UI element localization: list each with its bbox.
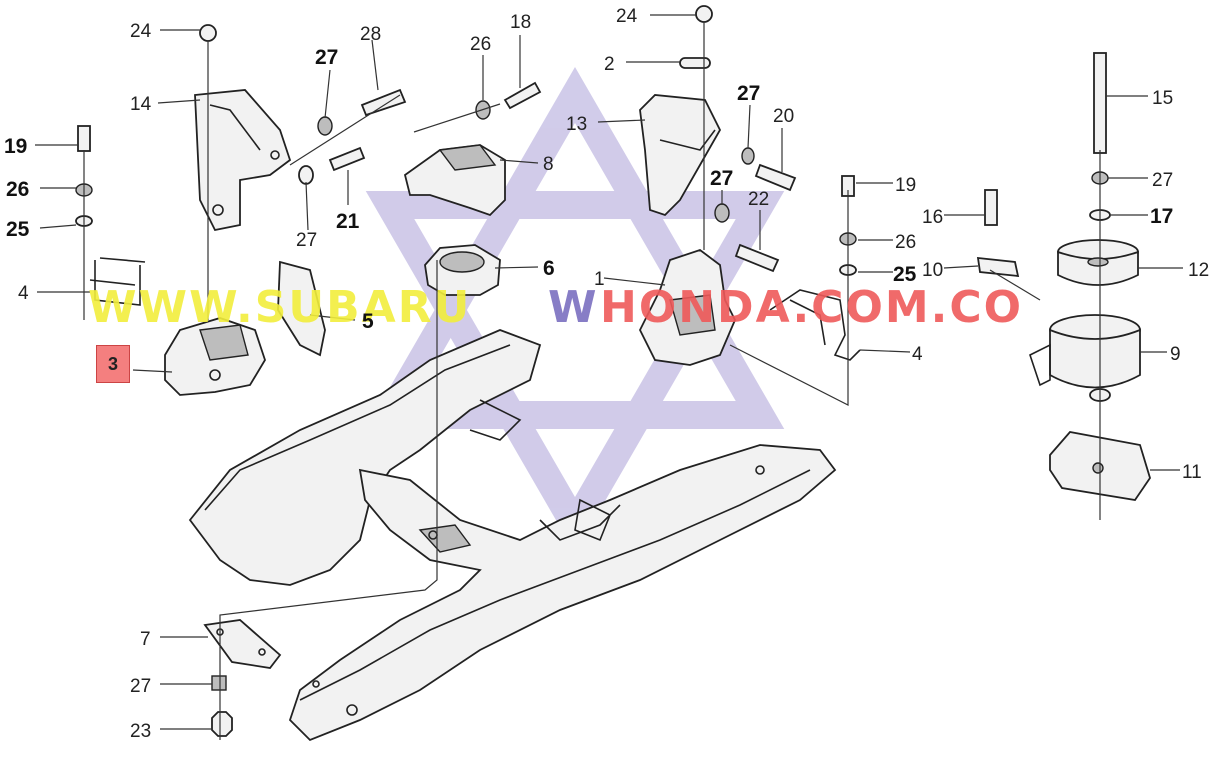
label-26-right: 26 [895, 232, 916, 253]
label-15: 15 [1152, 88, 1173, 109]
part-8-mount [403, 144, 506, 217]
highlighted-part-3-callout[interactable]: 3 [96, 345, 130, 383]
label-27-top: 27 [315, 46, 338, 69]
part-3-mount [164, 317, 266, 396]
label-14: 14 [130, 94, 152, 115]
watermark-text: WWW.SUBARU W HONDA.COM.CO [88, 282, 1023, 333]
label-27-lower: 27 [296, 230, 317, 251]
label-27-mid: 27 [737, 82, 760, 105]
label-28: 28 [360, 24, 381, 45]
watermark-part2: W [548, 282, 599, 333]
label-19-left: 19 [4, 135, 27, 158]
watermark-part1: WWW.SUBARU [88, 282, 471, 333]
label-25-right: 25 [893, 263, 917, 286]
label-1: 1 [594, 269, 605, 290]
label-9: 9 [1170, 344, 1181, 365]
label-13: 13 [566, 114, 587, 135]
label-23: 23 [130, 721, 151, 742]
label-8: 8 [543, 154, 554, 175]
part-9-mount [1029, 314, 1141, 389]
label-26-left: 26 [6, 178, 29, 201]
part-4-u-bracket-left [89, 257, 146, 306]
part-7-plate [203, 619, 282, 669]
label-4-left: 4 [18, 283, 29, 304]
label-27-right: 27 [1152, 170, 1173, 191]
label-20: 20 [773, 106, 794, 127]
label-26-top: 26 [470, 34, 491, 55]
crossmember-frame [188, 329, 837, 742]
label-17: 17 [1150, 205, 1173, 228]
label-24-right: 24 [616, 6, 638, 27]
label-2: 2 [604, 54, 615, 75]
part-6-insulator [424, 244, 501, 296]
part-13-bracket [639, 94, 722, 217]
label-leaders [35, 14, 1183, 730]
label-4-right: 4 [912, 344, 923, 365]
label-12: 12 [1188, 260, 1209, 281]
part-14-bracket [194, 89, 292, 232]
part-labels: 24 14 19 26 25 4 5 28 27 21 27 26 18 8 6… [4, 6, 1209, 742]
label-7: 7 [140, 629, 151, 650]
label-27-bottom: 27 [130, 676, 151, 697]
part-12-washer [1057, 239, 1139, 286]
part-5-plate [277, 260, 326, 357]
label-5: 5 [362, 310, 374, 333]
label-25-left: 25 [6, 218, 30, 241]
label-11: 11 [1182, 462, 1202, 483]
callout-number: 3 [107, 353, 118, 374]
part-1-mount [638, 248, 736, 366]
part-4-bracket-right [769, 289, 861, 361]
label-6: 6 [543, 257, 555, 280]
assembly-guide-lines [83, 22, 1101, 740]
label-27-center: 27 [710, 167, 733, 190]
label-19-right: 19 [895, 175, 916, 196]
watermark-part3: HONDA.COM.CO [600, 282, 1023, 333]
label-16: 16 [922, 207, 943, 228]
label-21: 21 [336, 210, 360, 233]
label-24-left: 24 [130, 21, 152, 42]
label-22: 22 [748, 189, 769, 210]
label-18: 18 [510, 12, 531, 33]
label-10: 10 [922, 260, 943, 281]
